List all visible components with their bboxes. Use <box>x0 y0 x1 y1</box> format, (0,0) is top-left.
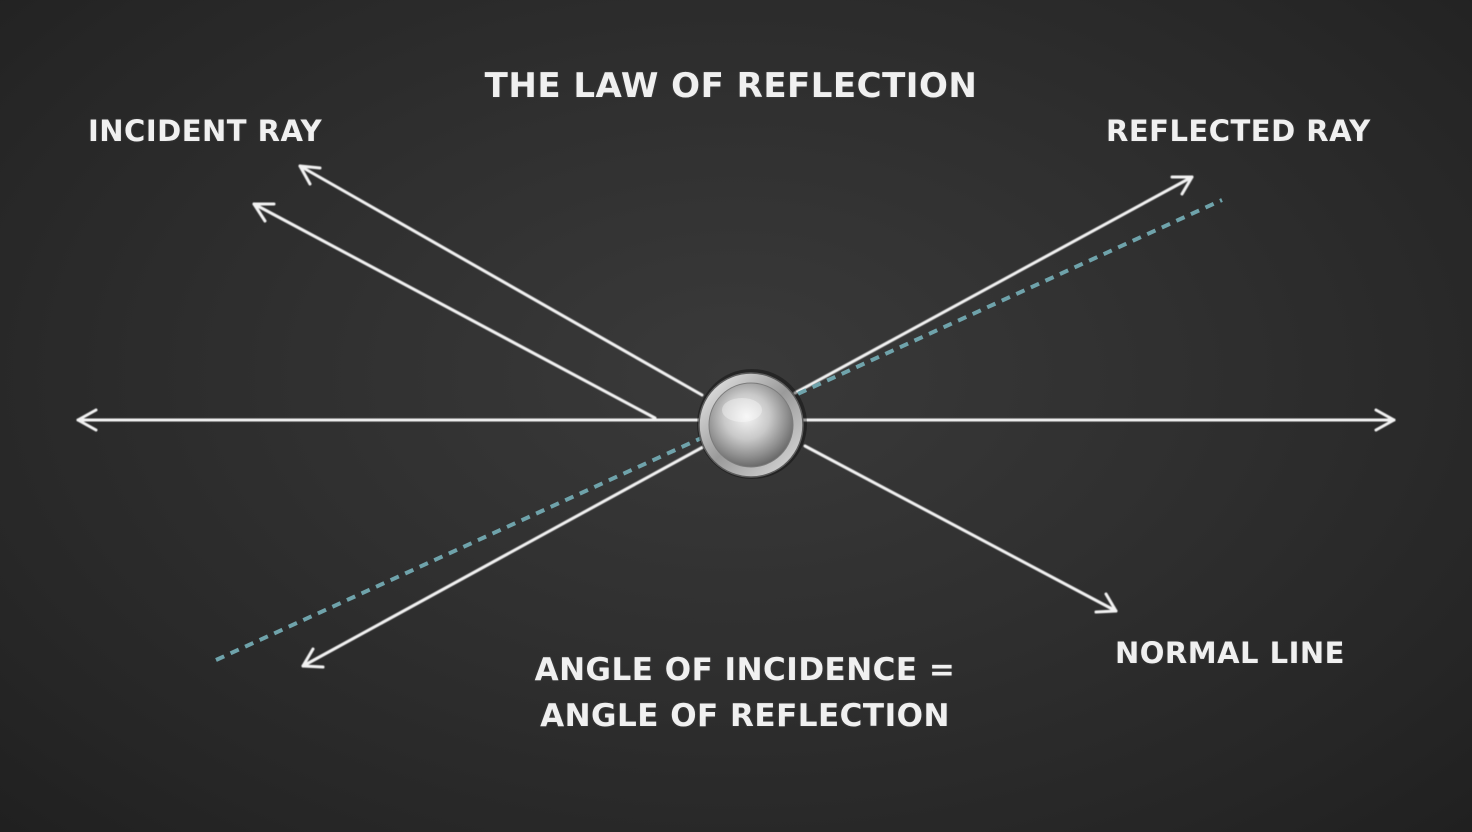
surface-right-arrowhead <box>1374 408 1396 432</box>
surface-left-arrowhead <box>76 408 98 432</box>
incident-ray-upper-arrowhead <box>298 164 322 186</box>
reflected-ray-label: REFLECTED RAY <box>1106 114 1371 148</box>
equation-line-2: ANGLE OF REFLECTION <box>540 698 950 734</box>
incident-ray-upper <box>298 164 704 397</box>
incident-ray-label: INCIDENT RAY <box>88 114 323 148</box>
metal-button-icon <box>697 369 807 479</box>
ray-lower-left <box>301 445 705 668</box>
ray-lower-left-arrowhead <box>301 647 325 669</box>
ray-lower-right-arrowhead <box>1094 592 1118 614</box>
angle-equation: ANGLE OF INCIDENCE = ANGLE OF REFLECTION <box>0 647 1472 739</box>
incident-ray-lower <box>252 202 657 420</box>
reflected-ray <box>793 175 1194 395</box>
incident-ray-lower-arrowhead <box>252 202 276 223</box>
ray-lower-right <box>803 444 1118 613</box>
equation-line-1: ANGLE OF INCIDENCE = <box>534 652 956 688</box>
dashed-normal-line <box>215 198 1223 662</box>
normal-line-label: NORMAL LINE <box>1115 636 1345 670</box>
diagram-title: THE LAW OF REFLECTION <box>484 66 978 106</box>
reflected-ray-arrowhead <box>1170 175 1194 196</box>
